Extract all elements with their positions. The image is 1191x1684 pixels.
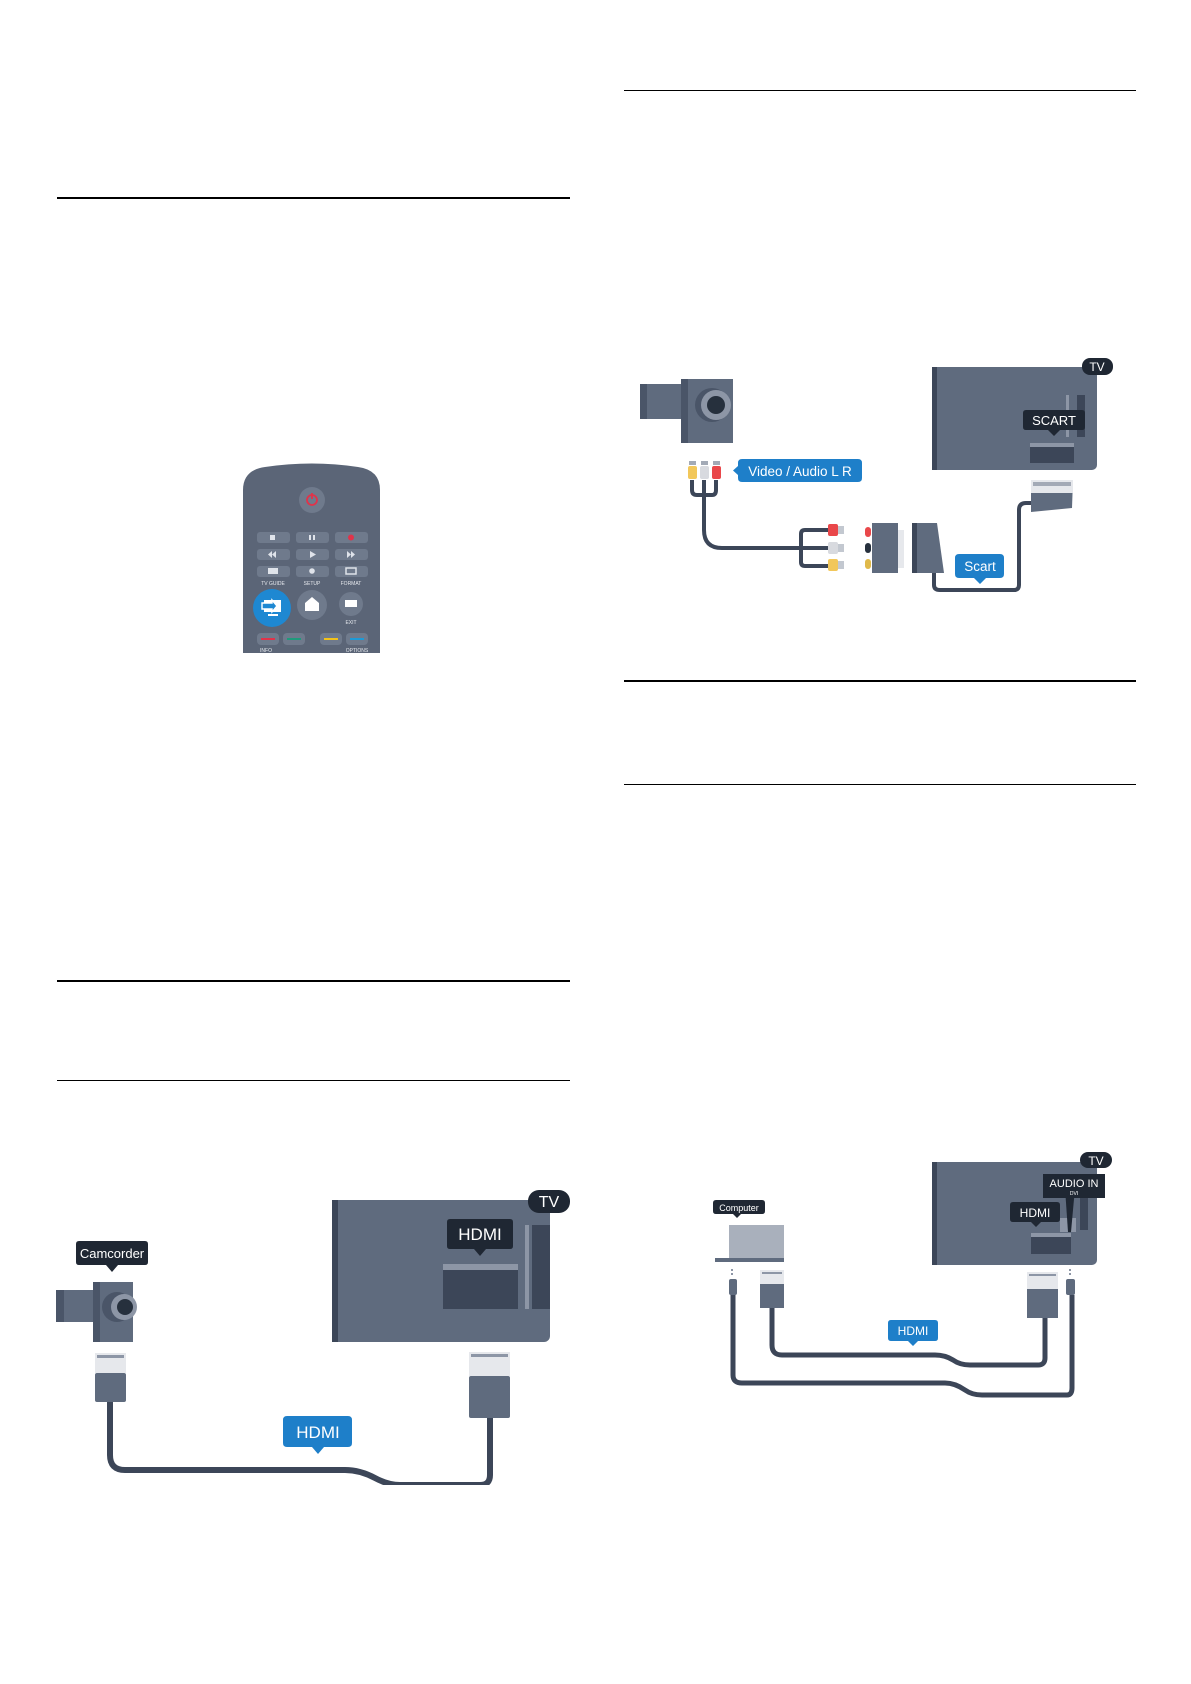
svg-text:Camcorder: Camcorder <box>80 1246 145 1261</box>
section-rule-right-2 <box>624 680 1136 682</box>
section-rule-left-1 <box>57 197 570 199</box>
blue-key[interactable] <box>350 638 364 640</box>
camcorder-hdmi-figure: Camcorder HDMI <box>50 1185 580 1485</box>
svg-text:HDMI: HDMI <box>898 1324 929 1338</box>
remote-control-figure: TV GUIDE SETUP FORMAT EXIT INFO OPTIONS <box>240 462 385 657</box>
section-rule-left-3 <box>57 1080 570 1081</box>
scart-adapter <box>864 523 944 573</box>
record-icon <box>348 534 354 541</box>
exit-label: EXIT <box>345 620 356 626</box>
video-audio-label: Video / Audio L R <box>733 459 862 482</box>
camcorder-device <box>56 1282 137 1342</box>
tv-guide-label: TV GUIDE <box>261 581 285 587</box>
setup-label: SETUP <box>304 581 321 587</box>
hdmi-port-label: HDMI <box>1010 1202 1060 1227</box>
red-key[interactable] <box>261 638 275 640</box>
hdmi-plug-tv <box>469 1352 510 1418</box>
scart-connection-figure: Video / Audio L R Scart <box>630 350 1130 600</box>
computer-hdmi-figure: Computer HDMI <box>700 1145 1120 1405</box>
svg-text:HDMI: HDMI <box>1020 1206 1051 1220</box>
svg-text:TV: TV <box>1088 1154 1103 1168</box>
audio-cable <box>730 1295 1075 1398</box>
svg-text:TV: TV <box>539 1194 560 1211</box>
green-key[interactable] <box>287 638 301 640</box>
rca-plugs <box>688 461 721 479</box>
format-button[interactable] <box>335 566 368 577</box>
home-button[interactable] <box>297 590 327 620</box>
computer-label: Computer <box>713 1200 765 1218</box>
power-button[interactable] <box>299 487 325 513</box>
audio-in-label: AUDIO IN DVI <box>1043 1174 1105 1198</box>
hdmi-plug-camcorder <box>95 1353 126 1402</box>
source-button[interactable] <box>253 589 291 627</box>
format-label: FORMAT <box>341 581 362 587</box>
play-icon <box>310 551 316 558</box>
rca-cable <box>690 480 810 550</box>
section-rule-left-2 <box>57 980 570 982</box>
scart-cable <box>932 501 1032 592</box>
laptop-device <box>715 1225 784 1262</box>
section-rule-right-1 <box>624 90 1136 91</box>
tv-badge: TV <box>1082 358 1113 375</box>
pause-button[interactable] <box>296 532 329 543</box>
svg-text:HDMI: HDMI <box>296 1423 339 1442</box>
fast-forward-icon <box>347 551 355 558</box>
source-icon <box>261 598 278 614</box>
format-icon <box>345 567 357 575</box>
options-label: OPTIONS <box>346 648 369 654</box>
hdmi-cable-label: HDMI <box>283 1416 352 1454</box>
hdmi-port-label: HDMI <box>447 1219 513 1256</box>
stop-icon <box>270 535 275 540</box>
svg-text:AUDIO IN: AUDIO IN <box>1050 1178 1099 1190</box>
hdmi-plug-computer <box>760 1270 784 1308</box>
info-label: INFO <box>260 648 272 654</box>
scart-label: Scart <box>955 554 1004 584</box>
tv-device: TV SCART <box>932 358 1113 470</box>
svg-text:Video / Audio L R: Video / Audio L R <box>748 464 852 479</box>
hdmi-cable-label: HDMI <box>888 1320 938 1346</box>
scart-port-label: SCART <box>1023 410 1085 436</box>
camcorder-label: Camcorder <box>76 1241 148 1272</box>
svg-text:Scart: Scart <box>964 559 996 574</box>
audio-jack-computer <box>729 1269 737 1295</box>
tv-device: TV AUDIO IN DVI HDMI <box>932 1152 1112 1265</box>
exit-button[interactable] <box>339 592 363 616</box>
svg-text:TV: TV <box>1089 360 1104 374</box>
setup-icon <box>309 568 315 574</box>
yellow-key[interactable] <box>324 638 338 640</box>
svg-text:DVI: DVI <box>1070 1191 1078 1197</box>
home-icon <box>305 597 319 611</box>
audio-jack-tv <box>1066 1269 1075 1295</box>
pause-icon <box>313 535 315 540</box>
hdmi-cable <box>107 1402 493 1485</box>
exit-tv-icon <box>345 600 357 607</box>
hdmi-plug-tv <box>1027 1272 1058 1318</box>
rewind-icon <box>268 551 276 558</box>
svg-text:HDMI: HDMI <box>458 1225 501 1244</box>
hdmi-cable <box>769 1308 1048 1368</box>
section-rule-right-3 <box>624 784 1136 785</box>
scart-plug <box>1031 480 1073 512</box>
svg-text:Computer: Computer <box>719 1203 759 1213</box>
camcorder-device <box>640 379 733 443</box>
tv-guide-icon <box>268 568 278 574</box>
tv-device: TV HDMI <box>332 1190 570 1342</box>
tv-badge: TV <box>528 1190 570 1213</box>
svg-text:SCART: SCART <box>1032 413 1076 428</box>
tv-badge: TV <box>1080 1152 1112 1168</box>
